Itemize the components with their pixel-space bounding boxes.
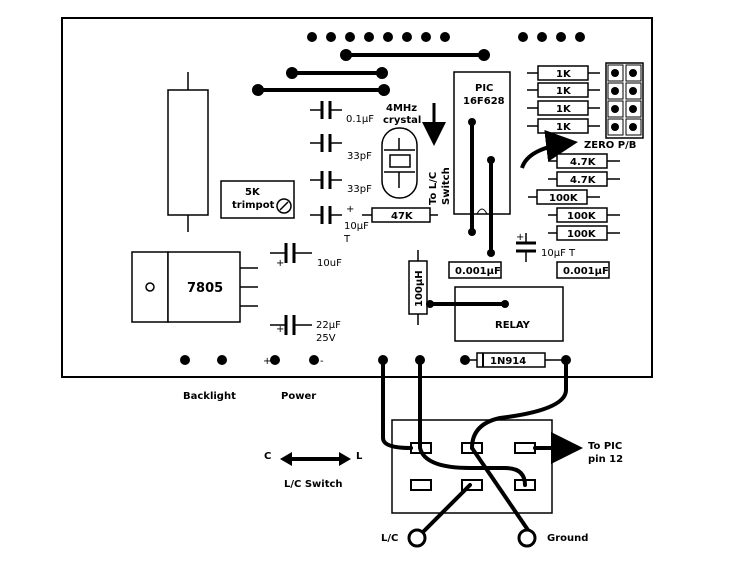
relay bbox=[426, 286, 564, 342]
capacitor-c7 bbox=[516, 233, 536, 262]
backlight-label: Backlight bbox=[183, 391, 236, 402]
trimpot-line1: 5K bbox=[245, 187, 261, 198]
capacitor-c1 bbox=[310, 101, 342, 119]
diode-label: 1N914 bbox=[490, 356, 526, 367]
resistor-47k bbox=[362, 207, 438, 223]
resistor-1k-3: 1K bbox=[556, 104, 572, 115]
resistor-47k-label: 47K bbox=[391, 211, 414, 222]
capacitor-c7-plus: + bbox=[516, 232, 524, 243]
to-pic-line1: To PIC bbox=[588, 441, 622, 452]
resistor-100k-3: 100K bbox=[567, 229, 597, 240]
pin-header bbox=[605, 62, 644, 139]
power-plus: + bbox=[263, 356, 271, 367]
capacitor-c2 bbox=[310, 134, 342, 152]
box-left-label: 0.001µF bbox=[455, 266, 501, 277]
trimpot bbox=[220, 180, 295, 219]
ground-terminal-label: Ground bbox=[547, 533, 588, 544]
l-label: L bbox=[356, 451, 363, 462]
capacitor-c6-plus: + bbox=[276, 324, 284, 335]
pic-ic bbox=[453, 71, 511, 257]
capacitor-c4-plus: + bbox=[346, 204, 354, 215]
power-resistor bbox=[167, 72, 209, 232]
lc-switch-label: L/C Switch bbox=[284, 479, 343, 490]
power-label: Power bbox=[281, 391, 316, 402]
ground-terminal bbox=[517, 528, 537, 548]
to-lc-switch-2: Switch bbox=[441, 167, 452, 205]
resistor-1k-1: 1K bbox=[556, 69, 572, 80]
power-minus: - bbox=[320, 356, 324, 367]
capacitor-c6-value: 22µF bbox=[316, 320, 341, 331]
box-right bbox=[556, 261, 610, 279]
jumper-wires bbox=[252, 49, 490, 96]
resistor-4k7-2: 4.7K bbox=[570, 175, 597, 186]
regulator-label: 7805 bbox=[187, 281, 223, 296]
resistor-1k-4: 1K bbox=[556, 122, 572, 133]
capacitor-c5 bbox=[270, 243, 312, 263]
relay-label: RELAY bbox=[495, 320, 531, 331]
resistor-100k-1: 100K bbox=[549, 193, 579, 204]
capacitor-c3 bbox=[310, 171, 342, 189]
crystal-line2: crystal bbox=[383, 115, 421, 126]
capacitor-c1-label: 0.1µF bbox=[346, 114, 374, 125]
pic-part: 16F628 bbox=[463, 96, 505, 107]
header-pads-top bbox=[307, 32, 585, 42]
crystal-line1: 4MHz bbox=[386, 103, 417, 114]
zero-pb-arrow bbox=[520, 129, 578, 169]
box-right-label: 0.001µF bbox=[563, 266, 609, 277]
capacitor-c2-label: 33pF bbox=[347, 151, 372, 162]
trimpot-line2: trimpot bbox=[232, 200, 275, 211]
resistors-4k7 bbox=[548, 153, 620, 187]
to-pic-line2: pin 12 bbox=[588, 454, 623, 465]
resistor-1k-2: 1K bbox=[556, 86, 572, 97]
capacitor-c5-label: 10uF bbox=[317, 258, 342, 269]
capacitor-c6 bbox=[270, 315, 312, 335]
resistor-100k-2: 100K bbox=[567, 211, 597, 222]
regulator-7805 bbox=[131, 251, 258, 323]
capacitor-c4-t: T bbox=[343, 234, 351, 245]
pic-name: PIC bbox=[475, 83, 493, 94]
lc-terminal-label: L/C bbox=[381, 533, 398, 544]
to-lc-switch-1: To L/C bbox=[428, 172, 439, 205]
crystal bbox=[381, 127, 418, 199]
lc-terminal bbox=[407, 528, 427, 548]
capacitor-c3-label: 33pF bbox=[347, 184, 372, 195]
zero-pb-label: ZERO P/B bbox=[584, 140, 636, 151]
diode-1n914 bbox=[465, 352, 566, 368]
capacitor-c7-label: 10µF T bbox=[541, 248, 576, 259]
capacitor-c4 bbox=[310, 206, 342, 224]
capacitor-c6-voltage: 25V bbox=[316, 333, 336, 344]
resistor-4k7-1: 4.7K bbox=[570, 157, 597, 168]
resistors-1k bbox=[527, 65, 600, 134]
c-label: C bbox=[264, 451, 271, 462]
inductor-label: 100µH bbox=[414, 270, 425, 307]
capacitor-c4-label: 10µF bbox=[344, 221, 369, 232]
capacitor-c5-plus: + bbox=[276, 258, 284, 269]
inductor bbox=[408, 250, 428, 325]
resistors-100k bbox=[528, 189, 620, 241]
c-l-arrow bbox=[280, 452, 351, 466]
box-left bbox=[448, 261, 502, 279]
